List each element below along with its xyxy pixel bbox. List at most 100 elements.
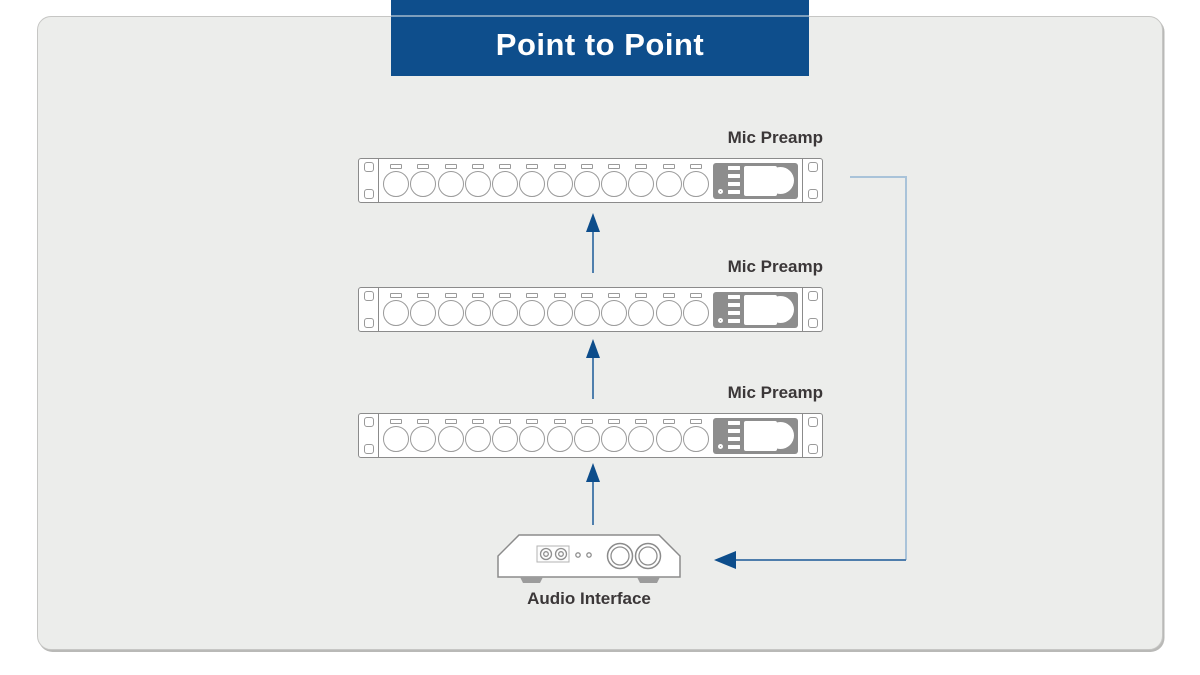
knob-circle-icon (492, 171, 518, 197)
knob-circle-icon (601, 171, 627, 197)
knob-label-window (662, 419, 675, 424)
preamp-knob (655, 164, 682, 197)
preamp-led-icon (718, 317, 723, 323)
knob-label-window (417, 164, 430, 169)
title-banner: Point to Point (391, 0, 809, 76)
knob-label-window (553, 293, 566, 298)
knob-label-window (608, 419, 620, 424)
rack-ear-left (359, 159, 379, 202)
preamp-knob (573, 419, 600, 452)
knob-label-window (417, 419, 430, 424)
preamp-knob (628, 293, 655, 326)
rack-screw-icon (807, 444, 818, 454)
knob-label-window (662, 293, 675, 298)
preamp-control-panel (713, 291, 798, 328)
preamp-knob (464, 419, 491, 452)
knob-label-window (444, 164, 457, 169)
knob-circle-icon (464, 426, 491, 452)
knob-circle-icon (655, 426, 682, 452)
preamp-knob (519, 419, 546, 452)
knob-label-window (608, 293, 620, 298)
preamp-knob (682, 293, 709, 326)
preamp-knob (601, 293, 627, 326)
rack-screw-icon (363, 318, 374, 328)
preamp-knob (546, 164, 573, 197)
mic-preamp-label-2: Mic Preamp (727, 257, 823, 276)
knob-label-window (635, 419, 648, 424)
preamp-led-icon (718, 188, 723, 194)
knob-label-window (390, 419, 402, 424)
knob-label-window (471, 164, 484, 169)
audio-interface-label: Audio Interface (527, 589, 651, 608)
preamp-knob (655, 293, 682, 326)
rack-screw-icon (363, 291, 374, 301)
knob-circle-icon (437, 171, 464, 197)
preamp-knob (492, 419, 518, 452)
knob-label-window (499, 293, 511, 298)
preamp-meter-icon (728, 165, 740, 195)
rack-screw-icon (807, 318, 818, 328)
knob-label-window (417, 293, 430, 298)
knob-circle-icon (655, 171, 682, 197)
knob-label-window (580, 164, 593, 169)
mic-preamp-device-1 (358, 158, 823, 203)
rack-screw-icon (363, 417, 374, 427)
preamp-knob (464, 293, 491, 326)
preamp-meter-icon (728, 420, 740, 450)
knob-circle-icon (519, 300, 546, 326)
preamp-knob (519, 164, 546, 197)
rack-screw-icon (807, 189, 818, 199)
knob-label-window (553, 164, 566, 169)
preamp-knob (492, 293, 518, 326)
knob-circle-icon (383, 300, 409, 326)
knob-label-window (662, 164, 675, 169)
knob-circle-icon (682, 300, 709, 326)
preamp-knob (682, 164, 709, 197)
knob-circle-icon (383, 426, 409, 452)
rack-ear-left (359, 414, 379, 457)
preamp-knob (410, 293, 437, 326)
knob-circle-icon (573, 171, 600, 197)
mic-preamp-label-3: Mic Preamp (727, 383, 823, 402)
rack-screw-icon (807, 417, 818, 427)
preamp-knob (464, 164, 491, 197)
knob-circle-icon (628, 171, 655, 197)
preamp-knob (492, 164, 518, 197)
knob-circle-icon (410, 300, 437, 326)
knob-label-window (499, 164, 511, 169)
preamp-knob (383, 419, 409, 452)
knob-circle-icon (546, 171, 573, 197)
knob-label-window (689, 164, 702, 169)
knob-label-window (471, 419, 484, 424)
knob-label-window (689, 293, 702, 298)
knob-circle-icon (546, 300, 573, 326)
preamp-knob (383, 293, 409, 326)
knob-circle-icon (601, 426, 627, 452)
preamp-knob (546, 419, 573, 452)
mic-preamp-device-2 (358, 287, 823, 332)
knob-label-window (390, 164, 402, 169)
knob-label-window (526, 164, 539, 169)
knob-circle-icon (573, 426, 600, 452)
knob-label-window (444, 419, 457, 424)
knob-label-window (608, 164, 620, 169)
preamp-knob (628, 419, 655, 452)
knob-circle-icon (410, 171, 437, 197)
mic-preamp-device-3 (358, 413, 823, 458)
mic-preamp-label-1: Mic Preamp (727, 128, 823, 147)
preamp-knob (437, 293, 464, 326)
knob-label-window (635, 164, 648, 169)
knob-circle-icon (410, 426, 437, 452)
knob-circle-icon (573, 300, 600, 326)
preamp-master-knob (767, 295, 794, 323)
rack-screw-icon (363, 444, 374, 454)
rack-ear-right (802, 159, 822, 202)
knob-circle-icon (492, 426, 518, 452)
preamp-knob (573, 164, 600, 197)
knob-circle-icon (682, 171, 709, 197)
knob-label-window (580, 419, 593, 424)
knob-circle-icon (546, 426, 573, 452)
knob-label-window (499, 419, 511, 424)
preamp-knob (573, 293, 600, 326)
